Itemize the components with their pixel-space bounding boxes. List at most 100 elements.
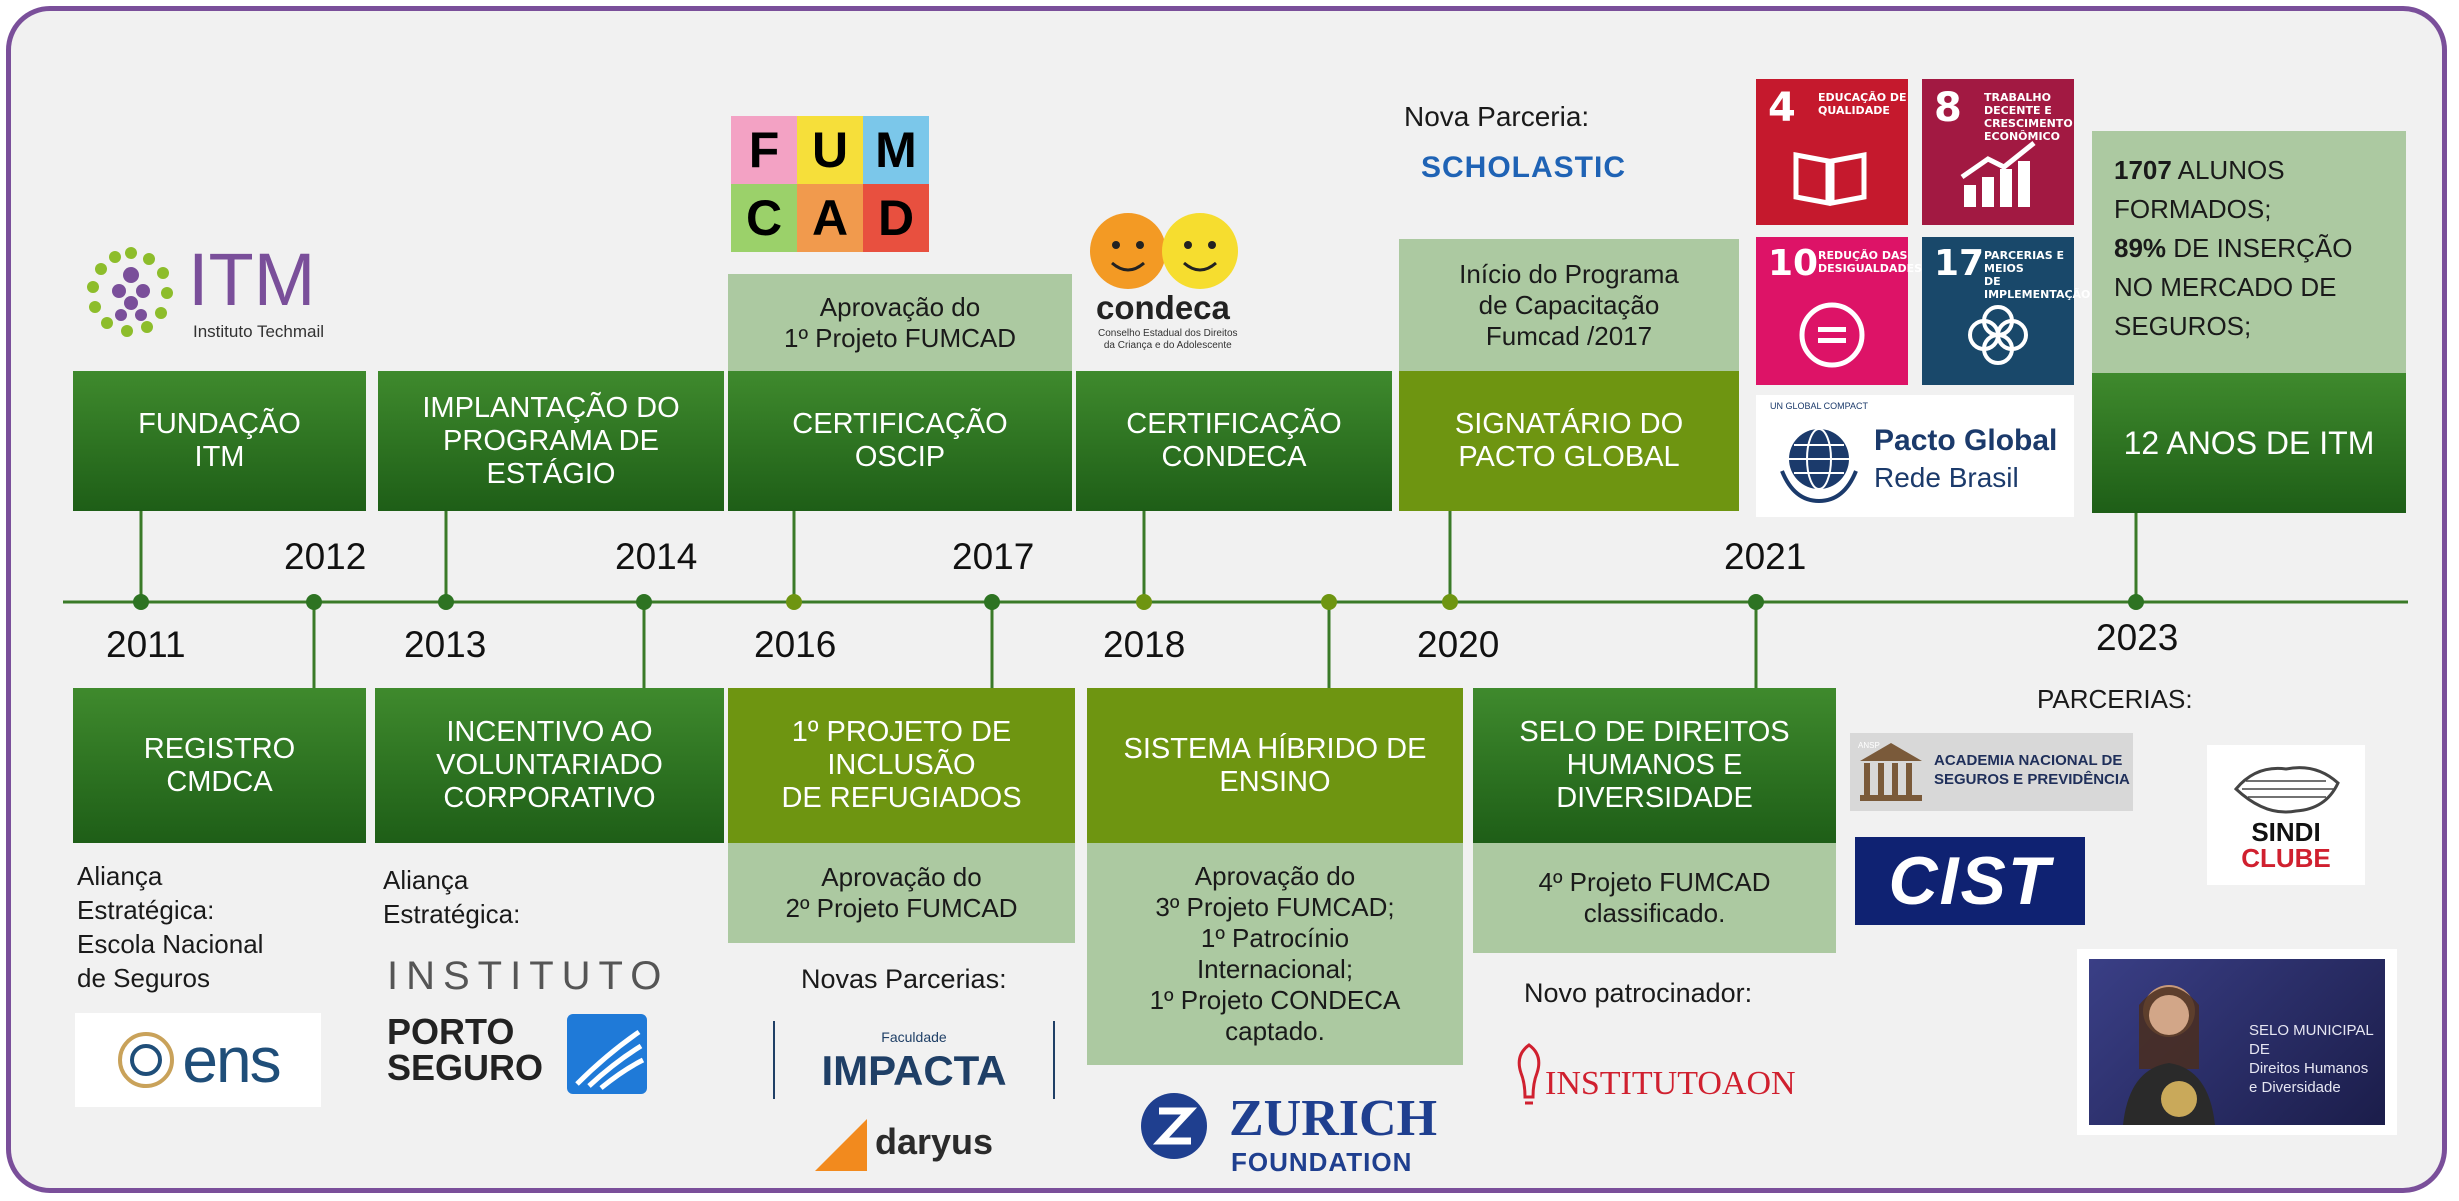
daryus-icon (815, 1119, 867, 1171)
note-fumcad-4: 4º Projeto FUMCAD classificado. (1473, 843, 1836, 953)
sdg-4-text: EDUCAÇÃO DE QUALIDADE (1818, 91, 1907, 117)
porto-seguro-text: PORTO SEGURO (387, 1011, 544, 1088)
connectors (139, 508, 2138, 688)
sdg-17-tile: 17 PARCERIAS E MEIOS DE IMPLEMENTAÇÃO (1922, 237, 2090, 385)
sindi-clube-logo: SINDI CLUBE (2207, 745, 2365, 885)
year-2020: 2020 (1417, 624, 1500, 665)
year-2013: 2013 (404, 624, 487, 665)
zurich-z-icon (1141, 1093, 1207, 1159)
year-2012: 2012 (284, 536, 367, 577)
porto-seguro-icon (567, 1014, 647, 1094)
label-nova-parceria: Nova Parceria: (1404, 101, 1590, 132)
year-2021: 2021 (1724, 536, 1807, 577)
pacto-global-subtitle: Rede Brasil (1874, 462, 2019, 493)
year-2018: 2018 (1103, 624, 1186, 665)
sdg-17-number: 17 (1934, 243, 1985, 284)
cist-logo: CIST (1855, 837, 2085, 925)
event-sistema-hibrido: SISTEMA HÍBRIDO DE ENSINO (1087, 688, 1463, 843)
cist-text: CIST (1888, 843, 2052, 919)
ens-emblem-icon (118, 1032, 175, 1088)
pacto-global-logo: Pacto Global Rede Brasil UN GLOBAL COMPA… (1756, 395, 2074, 517)
year-2023: 2023 (2096, 617, 2179, 658)
note-fumcad-3: Aprovação do 3º Projeto FUMCAD; 1º Patro… (1087, 843, 1463, 1065)
year-2016: 2016 (754, 624, 837, 665)
sindi-map-icon (2233, 766, 2340, 814)
scholastic-logo: SCHOLASTIC (1421, 151, 1626, 184)
ansp-tag: ANSP (1858, 741, 1880, 750)
event-fundacao-itm: FUNDAÇÃO ITM (73, 371, 366, 511)
ens-logo: ens (75, 1013, 321, 1107)
dot-2011 (133, 594, 149, 610)
selo-photo: SELO MUNICIPAL DE Direitos Humanos e Div… (2089, 959, 2385, 1125)
selo-photo-frame: SELO MUNICIPAL DE Direitos Humanos e Div… (2077, 949, 2397, 1135)
label-alianca-porto: Aliança Estratégica: (383, 865, 521, 929)
sdg-4-tile: 4 EDUCAÇÃO DE QUALIDADE (1756, 79, 1908, 225)
event-refugiados: 1º PROJETO DE INCLUSÃO DE REFUGIADOS (728, 688, 1075, 843)
sdg-17-text: PARCERIAS E MEIOS DE IMPLEMENTAÇÃO (1984, 249, 2091, 301)
fumcad-piece-4: C (731, 184, 797, 252)
dot-2017 (984, 594, 1000, 610)
insercao-number: 89% (2114, 233, 2167, 263)
impacta-top-text: Faculdade (881, 1029, 947, 1045)
fumcad-logo: F U M C A D (731, 116, 931, 256)
selo-photo-text: SELO MUNICIPAL DE Direitos Humanos e Div… (2249, 1022, 2374, 1096)
note-capacitacao: Início do Programa de Capacitação Fumcad… (1399, 239, 1739, 371)
aon-lamp-icon (1517, 1043, 1541, 1105)
impacta-text: IMPACTA (821, 1047, 1007, 1094)
itm-logo-icon (87, 247, 173, 337)
note-fumcad-1: Aprovação do 1º Projeto FUMCAD (728, 274, 1072, 371)
ansp-building-icon (1860, 743, 1922, 801)
condeca-faces-icon (1090, 213, 1238, 289)
label-alianca-ens: Aliança Estratégica: Escola Nacional de … (77, 861, 264, 993)
dot-2014 (636, 594, 652, 610)
book-icon (1793, 151, 1867, 207)
dot-2023 (2128, 594, 2144, 610)
itm-logo-name: ITM (188, 238, 316, 321)
alunos-number: 1707 (2114, 155, 2172, 185)
ansp-logo: ANSP ACADEMIA NACIONAL DE SEGUROS E PREV… (1850, 733, 2133, 811)
year-2014: 2014 (615, 536, 698, 577)
clube-text: CLUBE (2241, 843, 2331, 873)
year-2011: 2011 (106, 624, 186, 665)
year-2017: 2017 (952, 536, 1035, 577)
person-icon (2123, 985, 2215, 1125)
insercao-text: DE INSERÇÃO NO MERCADO DE SEGUROS; (2114, 233, 2353, 341)
instituto-aon-logo: INSTITUTOAON (1511, 1041, 1821, 1121)
event-pacto-global: SIGNATÁRIO DO PACTO GLOBAL (1399, 371, 1739, 511)
zurich-subtitle: FOUNDATION (1231, 1147, 1413, 1177)
pacto-global-title: Pacto Global (1874, 424, 2058, 457)
note-fumcad-2: Aprovação do 2º Projeto FUMCAD (728, 843, 1075, 943)
sdg-4-number: 4 (1768, 85, 1796, 131)
event-voluntariado: INCENTIVO AO VOLUNTARIADO CORPORATIVO (375, 688, 724, 843)
label-parcerias: PARCERIAS: (2037, 684, 2193, 714)
fumcad-piece-6: D (863, 184, 929, 252)
ens-logo-text: ens (182, 1024, 281, 1096)
impacta-logo: Faculdade IMPACTA (773, 1021, 1055, 1099)
dot-2013 (438, 594, 454, 610)
instituto-aon-text: INSTITUTOAON (1545, 1065, 1796, 1102)
growth-chart-icon (1960, 141, 2036, 207)
note-alunos: 1707 ALUNOS FORMADOS;89% DE INSERÇÃO NO … (2092, 131, 2406, 373)
timeline-frame: 2011 2012 2013 2014 2016 2017 2018 2020 … (6, 6, 2447, 1193)
label-novas-parcerias: Novas Parcerias: (801, 964, 1007, 994)
event-selo-direitos: SELO DE DIREITOS HUMANOS E DIVERSIDADE (1473, 688, 1836, 843)
event-12-anos: 12 ANOS DE ITM (2092, 373, 2406, 513)
fumcad-piece-1: F (731, 116, 797, 184)
dot-2021 (1748, 594, 1764, 610)
itm-logo-subtitle: Instituto Techmail (193, 322, 325, 341)
dot-2019 (1321, 594, 1337, 610)
zurich-text: ZURICH (1229, 1090, 1438, 1147)
fumcad-piece-5: A (797, 184, 863, 252)
sdg-10-text: REDUÇÃO DAS DESIGUALDADES (1818, 249, 1923, 275)
fumcad-piece-3: M (863, 116, 929, 184)
sdg-10-tile: 10 REDUÇÃO DAS DESIGUALDADES (1756, 237, 1922, 385)
fumcad-piece-2: U (797, 116, 863, 184)
ansp-text: ACADEMIA NACIONAL DE SEGUROS E PREVIDÊNC… (1934, 752, 2130, 788)
un-compact-text: UN GLOBAL COMPACT (1770, 401, 1869, 411)
timeline-dots (133, 594, 2144, 610)
condeca-name: condeca (1096, 289, 1230, 326)
sdg-8-tile: 8 TRABALHO DECENTE E CRESCIMENTO ECONÔMI… (1922, 79, 2074, 225)
event-certificacao-condeca: CERTIFICAÇÃO CONDECA (1076, 371, 1392, 511)
sindi-text: SINDI (2251, 817, 2321, 847)
condeca-subtitle: Conselho Estadual dos Direitos da Crianç… (1098, 328, 1238, 351)
